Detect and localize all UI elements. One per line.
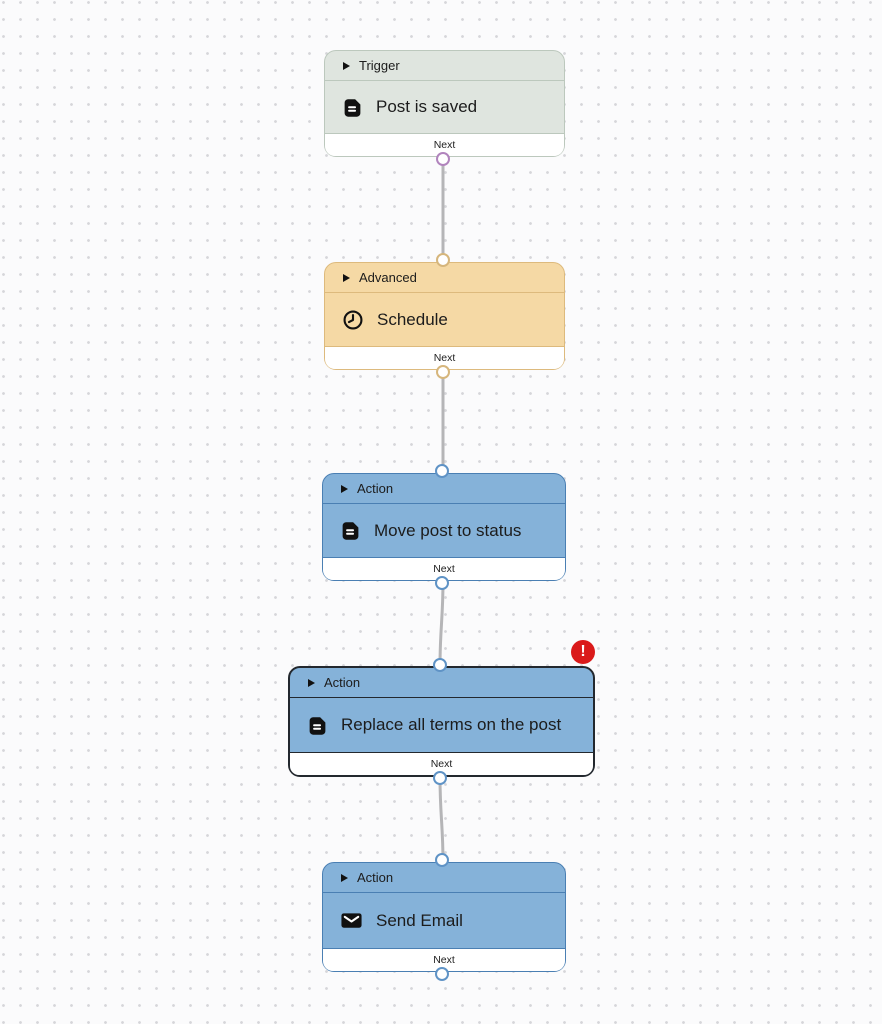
flow-node-action-send-email[interactable]: Action Send Email Next bbox=[322, 853, 566, 981]
node-body: Send Email bbox=[323, 893, 565, 949]
node-title: Replace all terms on the post bbox=[341, 715, 562, 734]
collapse-arrow-icon[interactable] bbox=[341, 873, 348, 882]
output-port[interactable] bbox=[435, 967, 449, 981]
node-title: Send Email bbox=[376, 910, 463, 930]
collapse-arrow-icon[interactable] bbox=[343, 61, 350, 70]
clock-icon bbox=[343, 310, 363, 329]
document-icon bbox=[342, 522, 359, 540]
node-title: Schedule bbox=[377, 309, 448, 329]
output-port[interactable] bbox=[435, 365, 450, 379]
connection-edge bbox=[438, 776, 445, 863]
node-title: Move post to status bbox=[374, 520, 522, 540]
flow-node-trigger-post-is-saved[interactable]: Trigger Post is saved Next bbox=[324, 50, 565, 166]
node-kind-label: Action bbox=[324, 675, 361, 690]
output-port[interactable] bbox=[435, 576, 449, 590]
node-body: Post is saved bbox=[325, 81, 564, 134]
next-port-label: Next bbox=[323, 558, 565, 580]
node-title: Post is saved bbox=[376, 97, 478, 116]
node-kind-label: Action bbox=[357, 870, 394, 885]
next-port-label: Next bbox=[290, 753, 593, 775]
node-body: Schedule bbox=[325, 293, 564, 347]
output-port[interactable] bbox=[435, 152, 450, 166]
flow-node-action-replace-all-terms[interactable]: Action Replace all terms on the post Nex… bbox=[288, 640, 595, 785]
next-port-label: Next bbox=[325, 134, 564, 156]
node-header: Action bbox=[290, 668, 593, 698]
flow-node-action-move-post-to-status[interactable]: Action Move post to status Next bbox=[322, 464, 566, 590]
document-icon bbox=[344, 98, 361, 117]
next-port-label: Next bbox=[323, 949, 565, 971]
node-body: Move post to status bbox=[323, 504, 565, 558]
envelope-icon bbox=[341, 913, 362, 928]
node-kind-label: Action bbox=[357, 481, 394, 496]
collapse-arrow-icon[interactable] bbox=[341, 484, 348, 493]
input-port[interactable] bbox=[435, 253, 450, 267]
next-port-label: Next bbox=[325, 347, 564, 369]
collapse-arrow-icon[interactable] bbox=[343, 273, 350, 282]
node-body: Replace all terms on the post bbox=[290, 698, 593, 753]
node-header: Advanced bbox=[325, 263, 564, 293]
error-badge[interactable]: ! bbox=[571, 640, 595, 664]
input-port[interactable] bbox=[435, 464, 449, 478]
node-kind-label: Trigger bbox=[359, 58, 400, 73]
input-port[interactable] bbox=[432, 658, 447, 672]
node-header: Action bbox=[323, 863, 565, 893]
connection-edge bbox=[438, 580, 445, 667]
document-icon bbox=[309, 716, 326, 735]
flow-node-advanced-schedule[interactable]: Advanced Schedule Next bbox=[324, 253, 565, 379]
node-header: Trigger bbox=[325, 51, 564, 81]
node-kind-label: Advanced bbox=[359, 270, 417, 285]
input-port[interactable] bbox=[435, 853, 449, 867]
output-port[interactable] bbox=[432, 771, 447, 785]
node-header: Action bbox=[323, 474, 565, 504]
collapse-arrow-icon[interactable] bbox=[308, 678, 315, 687]
